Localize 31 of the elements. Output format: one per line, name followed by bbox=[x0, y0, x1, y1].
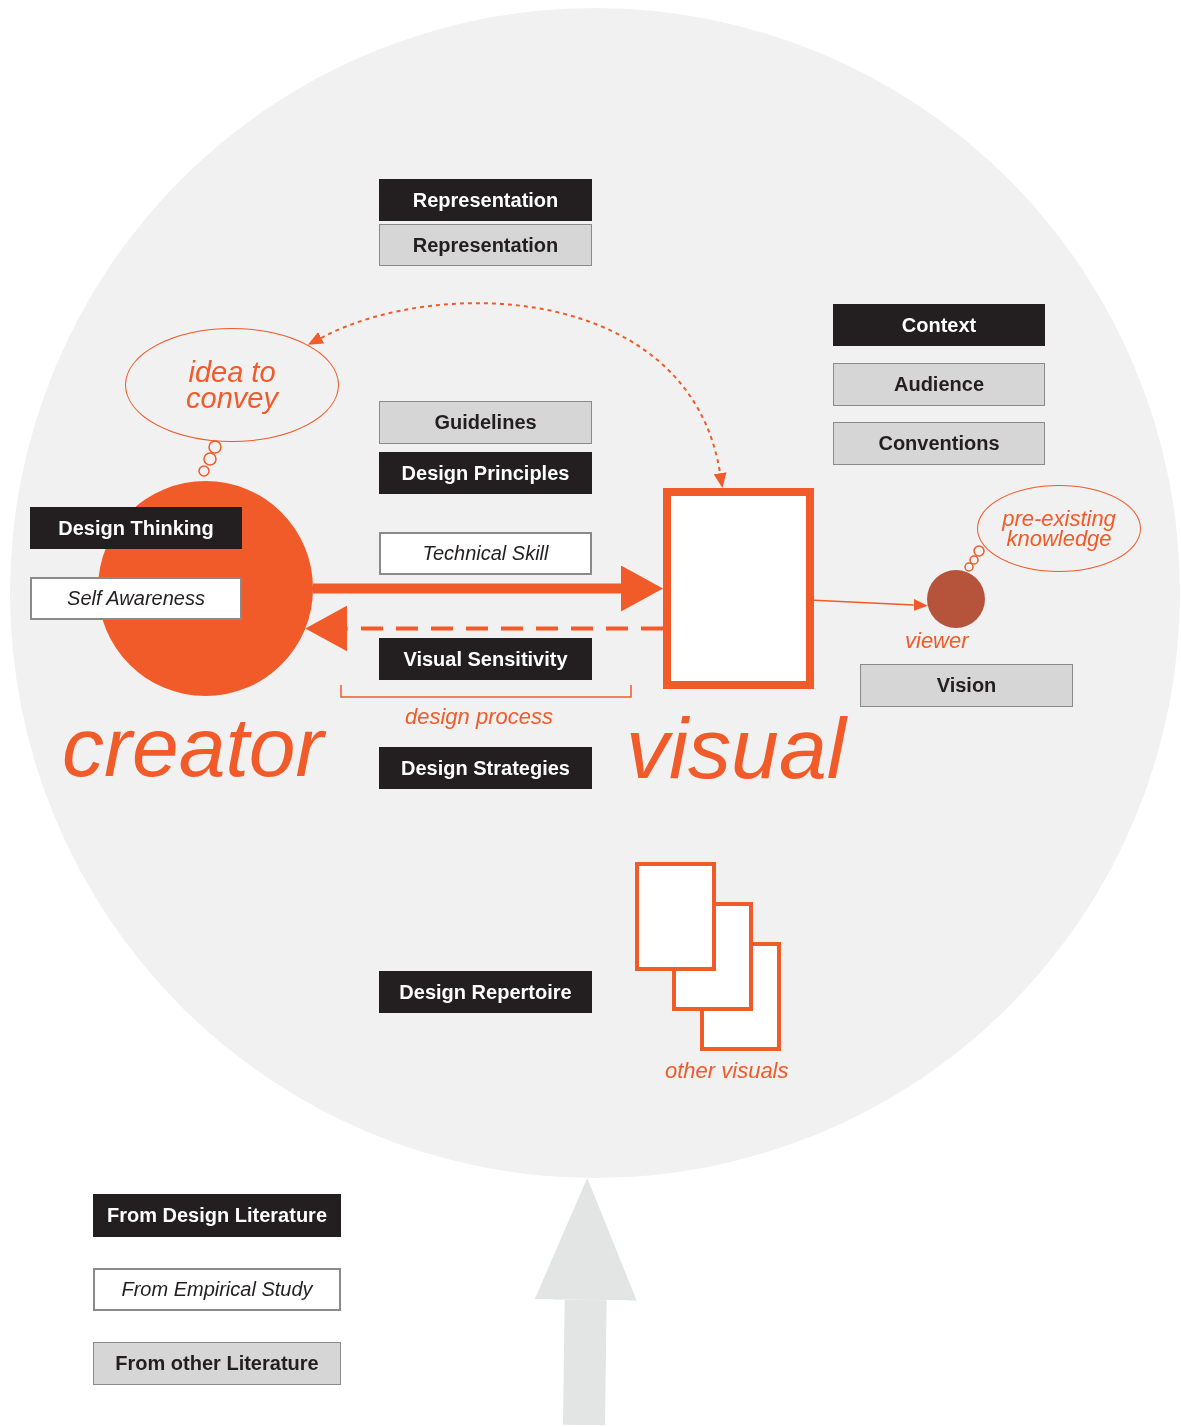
concept-label: Representation bbox=[379, 179, 592, 221]
arrow bbox=[313, 565, 663, 612]
legend-text: From Design Literature bbox=[106, 1205, 327, 1226]
legend-text: From other Literature bbox=[115, 1353, 319, 1374]
concept-label: Audience bbox=[833, 363, 1045, 406]
arrow bbox=[813, 598, 928, 611]
concept-label: Representation bbox=[379, 224, 592, 266]
arrow bbox=[534, 1177, 637, 1426]
thought-bubble: pre-existing knowledge bbox=[977, 485, 1141, 572]
pages-drawing bbox=[635, 862, 781, 1051]
concept-label: Design Thinking bbox=[30, 507, 242, 549]
concept-label: Technical Skill bbox=[379, 532, 592, 575]
node-caption: other visuals bbox=[665, 1060, 789, 1082]
visual-frame bbox=[663, 488, 814, 689]
node-caption: creator bbox=[62, 705, 324, 789]
concept-label: Vision bbox=[860, 664, 1073, 707]
concept-label: Conventions bbox=[833, 422, 1045, 465]
node-caption: visual bbox=[626, 705, 846, 791]
arrow bbox=[307, 302, 727, 488]
concept-label: Self Awareness bbox=[30, 577, 242, 620]
concept-label: Design Repertoire bbox=[379, 971, 592, 1013]
bracket-label: design process bbox=[405, 705, 553, 729]
concept-label: Context bbox=[833, 304, 1045, 346]
concept-label: Visual Sensitivity bbox=[379, 638, 592, 680]
arrow bbox=[305, 605, 663, 652]
node-caption: viewer bbox=[905, 630, 969, 652]
legend-text: From Empirical Study bbox=[121, 1279, 313, 1300]
concept-label: Design Strategies bbox=[379, 747, 592, 789]
viewer-circle bbox=[927, 570, 985, 628]
concept-label: Guidelines bbox=[379, 401, 592, 444]
concept-label: Design Principles bbox=[379, 452, 592, 494]
